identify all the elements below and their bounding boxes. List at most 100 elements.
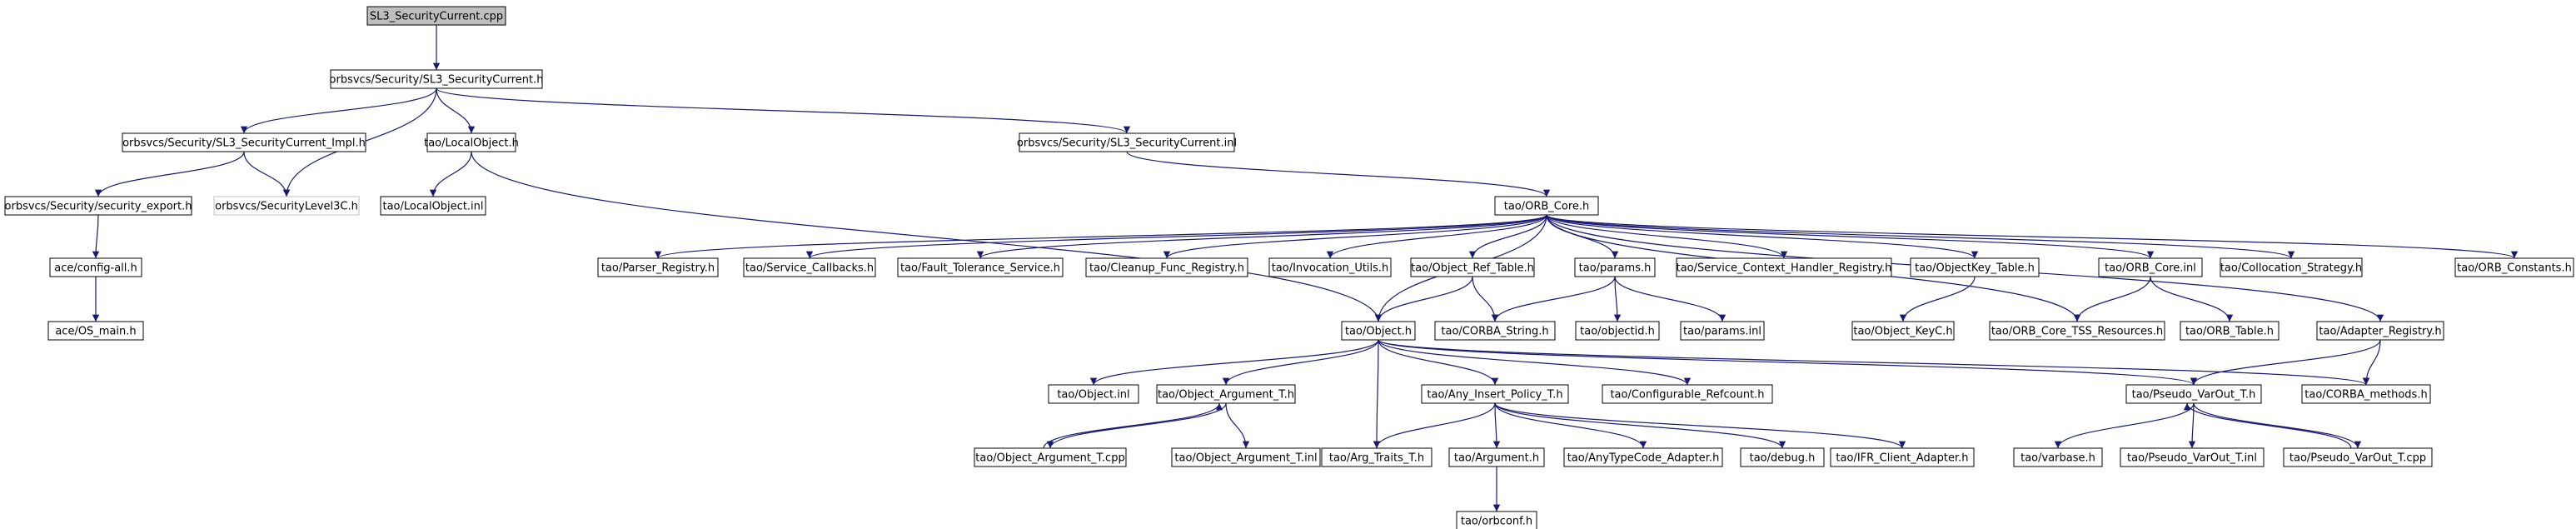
node-label: tao/Invocation_Utils.h xyxy=(1272,262,1389,275)
node-sc_h[interactable]: orbsvcs/Security/SL3_SecurityCurrent.h xyxy=(330,69,544,89)
node-label: orbsvcs/Security/SL3_SecurityCurrent_Imp… xyxy=(122,137,366,150)
node-box xyxy=(1048,384,1139,404)
node-orbconf[interactable]: tao/orbconf.h xyxy=(1456,511,1537,529)
node-box xyxy=(2125,384,2262,404)
node-label: tao/Service_Callbacks.h xyxy=(745,262,874,275)
node-objkeyc[interactable]: tao/Object_KeyC.h xyxy=(1851,321,1955,341)
edge-orb_core_h-to-sc_handler xyxy=(1546,214,1788,259)
node-parser_reg[interactable]: tao/Parser_Registry.h xyxy=(597,257,719,277)
node-varbase[interactable]: tao/varbase.h xyxy=(2013,447,2103,467)
node-sc_handler[interactable]: tao/Service_Context_Handler_Registry.h xyxy=(1676,257,1892,277)
node-label: tao/Object.inl xyxy=(1057,389,1129,402)
edge-orb_core_h-to-objkey_tbl xyxy=(1546,214,1979,259)
node-localobj_inl[interactable]: tao/LocalObject.inl xyxy=(380,196,486,216)
node-label: tao/ObjectKey_Table.h xyxy=(1915,262,2035,275)
node-objref_tbl[interactable]: tao/Object_Ref_Table.h xyxy=(1410,257,1535,277)
node-params_inl[interactable]: tao/params.inl xyxy=(1680,321,1765,341)
node-anyins_h[interactable]: tao/Any_Insert_Policy_T.h xyxy=(1421,384,1569,404)
node-inv_utils[interactable]: tao/Invocation_Utils.h xyxy=(1268,257,1392,277)
edge-object_h-to-objarg_h xyxy=(1222,339,1379,386)
node-os_main[interactable]: ace/OS_main.h xyxy=(47,321,144,341)
edge-adapter_reg-to-pvout_h xyxy=(2190,339,2381,386)
node-object_h[interactable]: tao/Object.h xyxy=(1341,321,1416,341)
node-objarg_h[interactable]: tao/Object_Argument_T.h xyxy=(1156,384,1296,404)
node-label: tao/Object_Argument_T.h xyxy=(1158,389,1294,402)
node-ifr[interactable]: tao/IFR_Client_Adapter.h xyxy=(1830,447,1975,467)
node-orb_const[interactable]: tao/ORB_Constants.h xyxy=(2454,257,2574,277)
node-argtraits[interactable]: tao/Arg_Traits_T.h xyxy=(1321,447,1432,467)
node-label: tao/Adapter_Registry.h xyxy=(2319,326,2441,338)
node-box xyxy=(974,447,1127,467)
node-label: tao/params.h xyxy=(1579,262,1652,275)
node-corba_str[interactable]: tao/CORBA_String.h xyxy=(1434,321,1556,341)
node-box xyxy=(1574,257,1656,277)
edge-params_h-to-objectid xyxy=(1613,276,1622,322)
node-box xyxy=(1156,384,1296,404)
edge-pvout_h-to-varbase xyxy=(2054,402,2195,449)
node-label: tao/Configurable_Refcount.h xyxy=(1610,389,1764,402)
edge-sc_h-to-sc_inl xyxy=(436,87,1130,134)
node-label: tao/Service_Context_Handler_Registry.h xyxy=(1677,262,1892,275)
node-label: tao/debug.h xyxy=(1750,452,1816,465)
node-seclevel3[interactable]: orbsvcs/SecurityLevel3C.h xyxy=(213,196,360,216)
node-orb_core_h[interactable]: tao/ORB_Core.h xyxy=(1494,196,1599,216)
edge-objkey_tbl-to-objkeyc xyxy=(1899,276,1976,322)
node-sc_inl[interactable]: orbsvcs/Security/SL3_SecurityCurrent.inl xyxy=(1017,132,1237,152)
node-params_h[interactable]: tao/params.h xyxy=(1574,257,1656,277)
node-label: tao/Arg_Traits_T.h xyxy=(1329,452,1424,465)
node-box xyxy=(1602,384,1773,404)
node-argument_h[interactable]: tao/Argument.h xyxy=(1448,447,1545,467)
node-box xyxy=(1680,321,1765,341)
node-box xyxy=(1085,257,1248,277)
edge-orb_core_h-to-orb_core_inl xyxy=(1546,214,2154,259)
node-box xyxy=(1171,447,1321,467)
edge-impl_h-to-seclevel3 xyxy=(243,151,291,197)
edge-anyins_h-to-argtraits xyxy=(1373,402,1496,449)
node-label: tao/ORB_Constants.h xyxy=(2457,262,2572,275)
node-adapter_reg[interactable]: tao/Adapter_Registry.h xyxy=(2316,321,2444,341)
edge-objref_tbl-to-corba_str xyxy=(1472,276,1499,322)
node-orb_table[interactable]: tao/ORB_Table.h xyxy=(2180,321,2280,341)
node-ft_svc[interactable]: tao/Fault_Tolerance_Service.h xyxy=(897,257,1064,277)
node-cleanup[interactable]: tao/Cleanup_Func_Registry.h xyxy=(1085,257,1248,277)
edge-objarg_cpp-to-objarg_h xyxy=(1043,402,1223,449)
node-objarg_inl[interactable]: tao/Object_Argument_T.inl xyxy=(1171,447,1321,467)
node-label: tao/orbconf.h xyxy=(1461,516,1532,528)
node-box xyxy=(2454,257,2574,277)
node-localobj_h[interactable]: tao/LocalObject.h xyxy=(424,132,519,152)
edge-anyins_h-to-anytc xyxy=(1494,402,1647,449)
node-label: tao/AnyTypeCode_Adapter.h xyxy=(1567,452,1720,465)
node-sec_export[interactable]: orbsvcs/Security/security_export.h xyxy=(4,196,192,216)
edge-localobj_h-to-object_h xyxy=(471,151,1383,322)
node-pvout_cpp[interactable]: tao/Pseudo_VarOut_T.cpp xyxy=(2283,447,2433,467)
node-impl_h[interactable]: orbsvcs/Security/SL3_SecurityCurrent_Imp… xyxy=(122,132,366,152)
node-object_inl[interactable]: tao/Object.inl xyxy=(1048,384,1139,404)
node-svc_cb[interactable]: tao/Service_Callbacks.h xyxy=(743,257,876,277)
edge-pvout_h-to-pvout_inl xyxy=(2188,402,2196,449)
node-label: tao/Pseudo_VarOut_T.inl xyxy=(2127,452,2257,465)
node-debug_h[interactable]: tao/debug.h xyxy=(1740,447,1825,467)
node-box xyxy=(1421,384,1569,404)
node-objarg_cpp[interactable]: tao/Object_Argument_T.cpp xyxy=(974,447,1127,467)
node-tss_res[interactable]: tao/ORB_Core_TSS_Resources.h xyxy=(1989,321,2165,341)
node-box xyxy=(743,257,876,277)
edge-object_h-to-cfg_ref xyxy=(1378,339,1692,386)
node-pvout_h[interactable]: tao/Pseudo_VarOut_T.h xyxy=(2125,384,2262,404)
node-box xyxy=(1740,447,1825,467)
node-layer: SL3_SecurityCurrent.cpporbsvcs/Security/… xyxy=(4,6,2574,529)
edge-orb_core_h-to-orb_const xyxy=(1546,214,2518,259)
node-label: tao/Cleanup_Func_Registry.h xyxy=(1089,262,1244,275)
node-cfg_ref[interactable]: tao/Configurable_Refcount.h xyxy=(1602,384,1773,404)
node-config_all[interactable]: ace/config-all.h xyxy=(49,257,142,277)
node-anytc[interactable]: tao/AnyTypeCode_Adapter.h xyxy=(1563,447,1723,467)
node-orb_core_inl[interactable]: tao/ORB_Core.inl xyxy=(2098,257,2203,277)
node-colloc[interactable]: tao/Collocation_Strategy.h xyxy=(2220,257,2363,277)
node-box xyxy=(1448,447,1545,467)
node-objectid[interactable]: tao/objectid.h xyxy=(1575,321,1660,341)
node-objkey_tbl[interactable]: tao/ObjectKey_Table.h xyxy=(1910,257,2040,277)
node-corba_meth[interactable]: tao/CORBA_methods.h xyxy=(2301,384,2431,404)
node-box xyxy=(1989,321,2165,341)
node-label: tao/Object_Ref_Table.h xyxy=(1411,262,1534,275)
node-pvout_inl[interactable]: tao/Pseudo_VarOut_T.inl xyxy=(2120,447,2265,467)
